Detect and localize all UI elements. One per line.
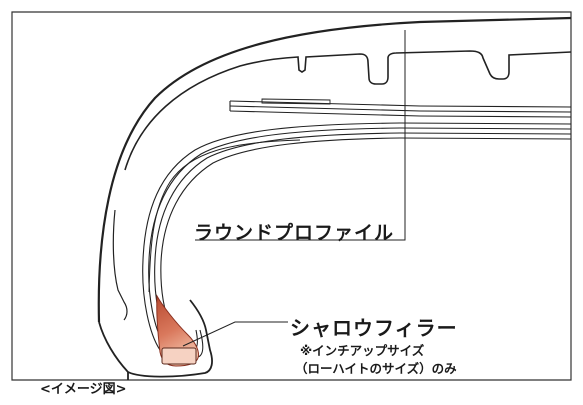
belt-layers [229, 98, 572, 118]
bead-core [161, 347, 197, 365]
inch-up-note-line2: （ローハイトのサイズ）のみ [295, 361, 457, 376]
round-profile-label: ラウンドプロファイル [194, 222, 395, 244]
tread-outer-line [97, 16, 572, 323]
round-profile-leader-line [195, 30, 406, 241]
inner-liner-line [148, 139, 301, 293]
shallow-filler-label: シャロウフィラー [290, 316, 458, 340]
inch-up-note-line1: ※インチアップサイズ [300, 343, 425, 358]
shallow-filler-leader-line [182, 321, 288, 347]
bead-outline [98, 299, 213, 380]
sidewall-rim-detail [112, 209, 128, 321]
diagram-frame [11, 11, 572, 381]
image-caption: <イメージ図> [40, 382, 127, 397]
tread-groove-line [124, 50, 572, 171]
